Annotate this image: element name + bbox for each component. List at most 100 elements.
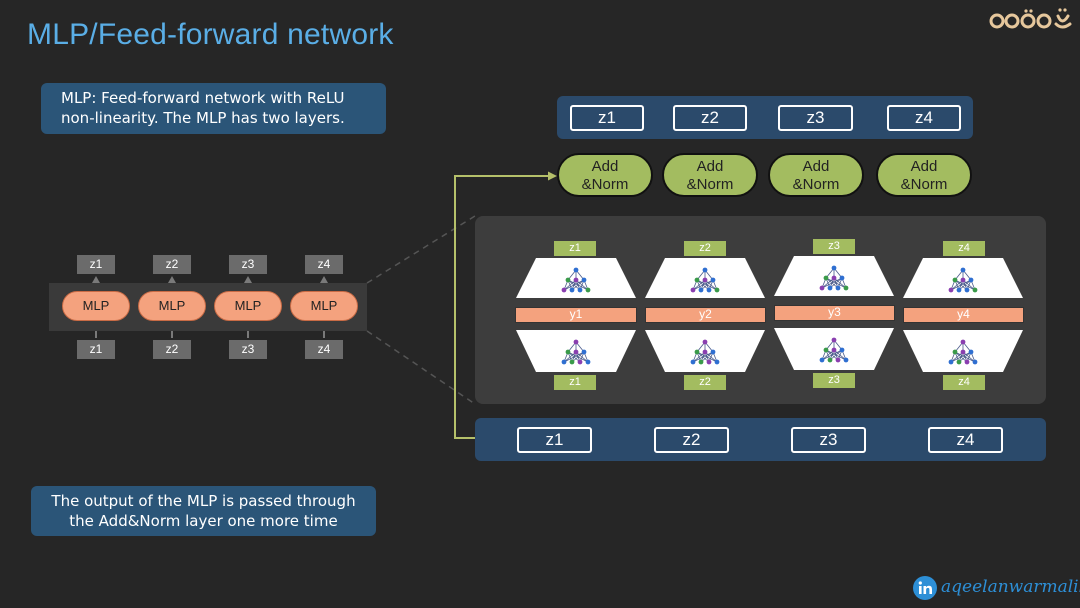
net-node <box>565 349 571 355</box>
net-node <box>714 287 720 293</box>
unit-4-bottom-label: z4 <box>943 375 985 390</box>
net-node <box>823 275 829 281</box>
small-output-z3: z3 <box>229 255 267 274</box>
unit-3-bottom-label: z3 <box>813 373 855 388</box>
net-edge <box>692 279 706 291</box>
add-norm-4: Add &Norm <box>876 153 972 197</box>
net-node <box>827 285 833 291</box>
net-edge <box>567 351 589 363</box>
linkedin-icon[interactable] <box>913 576 937 600</box>
unit-3-top-label: z3 <box>813 239 855 254</box>
input-z1: z1 <box>517 427 592 453</box>
net-node <box>843 285 849 291</box>
input-z4: z4 <box>928 427 1003 453</box>
net-node <box>561 287 567 293</box>
output-z3: z3 <box>778 105 853 131</box>
net-node <box>565 277 571 283</box>
mlp-block-3: MLP <box>214 291 282 321</box>
output-description-note: The output of the MLP is passed through … <box>31 486 376 536</box>
net-node <box>690 359 696 365</box>
net-edge <box>821 277 843 289</box>
unit-1-hidden-bar: y1 <box>515 307 637 323</box>
net-node <box>827 357 833 363</box>
mlp-block-4: MLP <box>290 291 358 321</box>
net-edge <box>692 279 714 291</box>
net-node <box>972 359 978 365</box>
net-node <box>702 349 708 355</box>
net-edge <box>833 349 847 361</box>
net-node <box>573 267 579 273</box>
net-node <box>698 359 704 365</box>
page-title: MLP/Feed-forward network <box>27 18 394 51</box>
net-node <box>819 285 825 291</box>
net-edge <box>825 349 847 361</box>
net-node <box>581 349 587 355</box>
unit-2-top-label: z2 <box>684 241 726 256</box>
input-z3: z3 <box>791 427 866 453</box>
net-edge <box>954 351 976 363</box>
unit-4-top-label: z4 <box>943 241 985 256</box>
brand-logo <box>989 8 1072 29</box>
net-node <box>714 359 720 365</box>
net-node <box>698 287 704 293</box>
net-node <box>561 359 567 365</box>
net-node <box>573 349 579 355</box>
net-node <box>581 277 587 283</box>
net-node <box>690 287 696 293</box>
unit-4-hidden-bar: y4 <box>903 307 1024 323</box>
small-output-z1: z1 <box>77 255 115 274</box>
net-node <box>960 267 966 273</box>
net-edge <box>696 351 718 363</box>
net-node <box>972 287 978 293</box>
unit-3-hidden-bar: y3 <box>774 305 895 321</box>
net-node <box>952 277 958 283</box>
net-node <box>823 347 829 353</box>
net-node <box>843 357 849 363</box>
output-z4: z4 <box>887 105 961 131</box>
net-edge <box>696 351 710 363</box>
net-edge <box>567 351 581 363</box>
net-node <box>839 275 845 281</box>
net-node <box>956 359 962 365</box>
net-edge <box>954 351 968 363</box>
net-node <box>968 277 974 283</box>
add-norm-2: Add &Norm <box>662 153 758 197</box>
net-edge <box>821 277 835 289</box>
net-node <box>948 287 954 293</box>
net-node <box>960 349 966 355</box>
net-node <box>702 277 708 283</box>
unit-2-hidden-bar: y2 <box>645 307 766 323</box>
net-node <box>710 349 716 355</box>
net-node <box>819 357 825 363</box>
net-edge <box>571 279 585 291</box>
small-output-z2: z2 <box>153 255 191 274</box>
net-node <box>706 359 712 365</box>
net-node <box>585 359 591 365</box>
net-node <box>702 339 708 345</box>
net-node <box>835 285 841 291</box>
net-node <box>948 359 954 365</box>
net-edge <box>829 277 843 289</box>
input-z-band: z1 z2 z3 z4 <box>475 418 1046 461</box>
net-edge <box>950 279 964 291</box>
add-norm-3: Add &Norm <box>768 153 864 197</box>
unit-1-bottom-label: z1 <box>554 375 596 390</box>
net-node <box>569 359 575 365</box>
net-node <box>964 359 970 365</box>
input-z2: z2 <box>654 427 729 453</box>
net-node <box>569 287 575 293</box>
net-node <box>831 275 837 281</box>
output-z-band: z1 z2 z3 z4 <box>557 96 973 139</box>
unit-1-top-label: z1 <box>554 241 596 256</box>
net-node <box>573 339 579 345</box>
net-node <box>710 277 716 283</box>
net-node <box>702 267 708 273</box>
net-edge <box>704 351 718 363</box>
author-handle[interactable]: aqeelanwarmalik <box>941 577 1080 597</box>
small-input-z3: z3 <box>229 340 267 359</box>
net-node <box>706 287 712 293</box>
net-node <box>577 359 583 365</box>
net-edge <box>563 279 577 291</box>
net-edge <box>950 279 972 291</box>
